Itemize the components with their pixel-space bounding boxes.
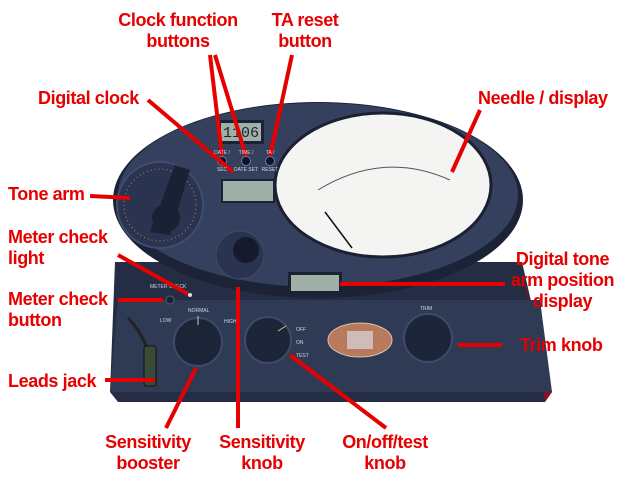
label-digital-clock: Digital clock xyxy=(38,88,139,108)
label-needle-display: Needle / display xyxy=(478,88,608,108)
power-on-text: ON xyxy=(296,340,304,346)
digital-ta-display xyxy=(291,275,339,291)
meter-check-light xyxy=(188,293,192,297)
line-booster xyxy=(164,367,198,429)
label-digital-ta-display: Digital tone arm position display xyxy=(510,249,615,311)
meter-check-button[interactable] xyxy=(165,295,175,305)
power-off-text: OFF xyxy=(296,327,306,333)
on-off-test-knob[interactable] xyxy=(244,316,292,364)
power-pointer xyxy=(277,325,287,332)
needle-display-window xyxy=(273,111,493,259)
trim-text: TRIM xyxy=(420,306,432,312)
label-trim-knob: Trim knob xyxy=(520,335,603,355)
booster-high-text: HIGH xyxy=(224,319,237,325)
booster-low-text: LOW xyxy=(160,318,172,324)
label-sensitivity-booster: Sensitivity booster xyxy=(105,432,191,473)
label-on-off-test-knob: On/off/test knob xyxy=(342,432,428,473)
line-ta-reset xyxy=(268,54,294,157)
meter-needle xyxy=(324,211,353,249)
ta-lcd xyxy=(221,179,275,203)
annotation-lines xyxy=(89,54,505,430)
meter-scale xyxy=(317,166,451,191)
label-leads-jack: Leads jack xyxy=(8,371,97,391)
tone-arm-dial xyxy=(116,161,204,249)
sensitivity-knob[interactable] xyxy=(233,237,259,263)
label-sensitivity-knob: Sensitivity knob xyxy=(219,432,305,473)
logo-mark xyxy=(347,331,373,349)
label-ta-reset-button: TA reset button xyxy=(271,10,339,51)
sensitivity-booster-knob[interactable] xyxy=(173,317,223,367)
line-clock-btn-1 xyxy=(208,54,224,157)
clock-button-label: TIME /DATE SET xyxy=(234,150,258,173)
clock-lcd xyxy=(221,123,261,141)
power-test-text: TEST xyxy=(296,353,309,359)
clock-button-label: DATE /SEC xyxy=(214,150,230,173)
tone-arm-hub xyxy=(152,204,180,232)
label-meter-check-button: Meter check button xyxy=(8,289,108,330)
label-tone-arm: Tone arm xyxy=(8,184,85,204)
trim-knob[interactable] xyxy=(403,313,453,363)
label-clock-function-buttons: Clock function buttons xyxy=(118,10,238,51)
label-meter-check-light: Meter check light xyxy=(8,227,108,268)
line-power xyxy=(288,353,388,430)
clock-button-label: TA /RESET xyxy=(262,150,279,173)
tone-arm-scale xyxy=(123,168,197,242)
line-meter-light xyxy=(117,253,189,296)
line-tone-arm xyxy=(89,194,131,200)
line-clock-btn-2 xyxy=(213,54,248,157)
meter-check-text: METER CHECK xyxy=(150,284,187,290)
date-set-button[interactable] xyxy=(241,156,251,166)
line-digital-clock xyxy=(146,98,235,174)
ta-reset-button[interactable] xyxy=(265,156,275,166)
line-needle xyxy=(450,109,482,173)
booster-normal-text: NORMAL xyxy=(188,308,210,314)
leads-jack[interactable] xyxy=(143,345,157,387)
